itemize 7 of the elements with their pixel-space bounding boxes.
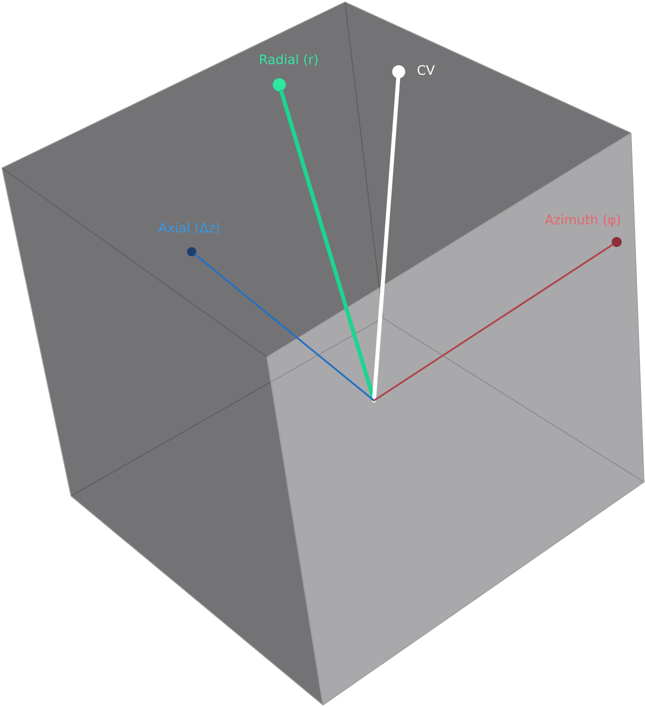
axis-line: [194, 254, 375, 402]
axis-label: Radial (r): [260, 54, 318, 66]
axis-label: CV: [418, 65, 435, 75]
axis-label: Azimuth (φ): [544, 214, 620, 227]
axis-line: [372, 76, 400, 402]
axis-line: [373, 244, 614, 402]
axis-label: Axial (Δz): [158, 222, 220, 234]
